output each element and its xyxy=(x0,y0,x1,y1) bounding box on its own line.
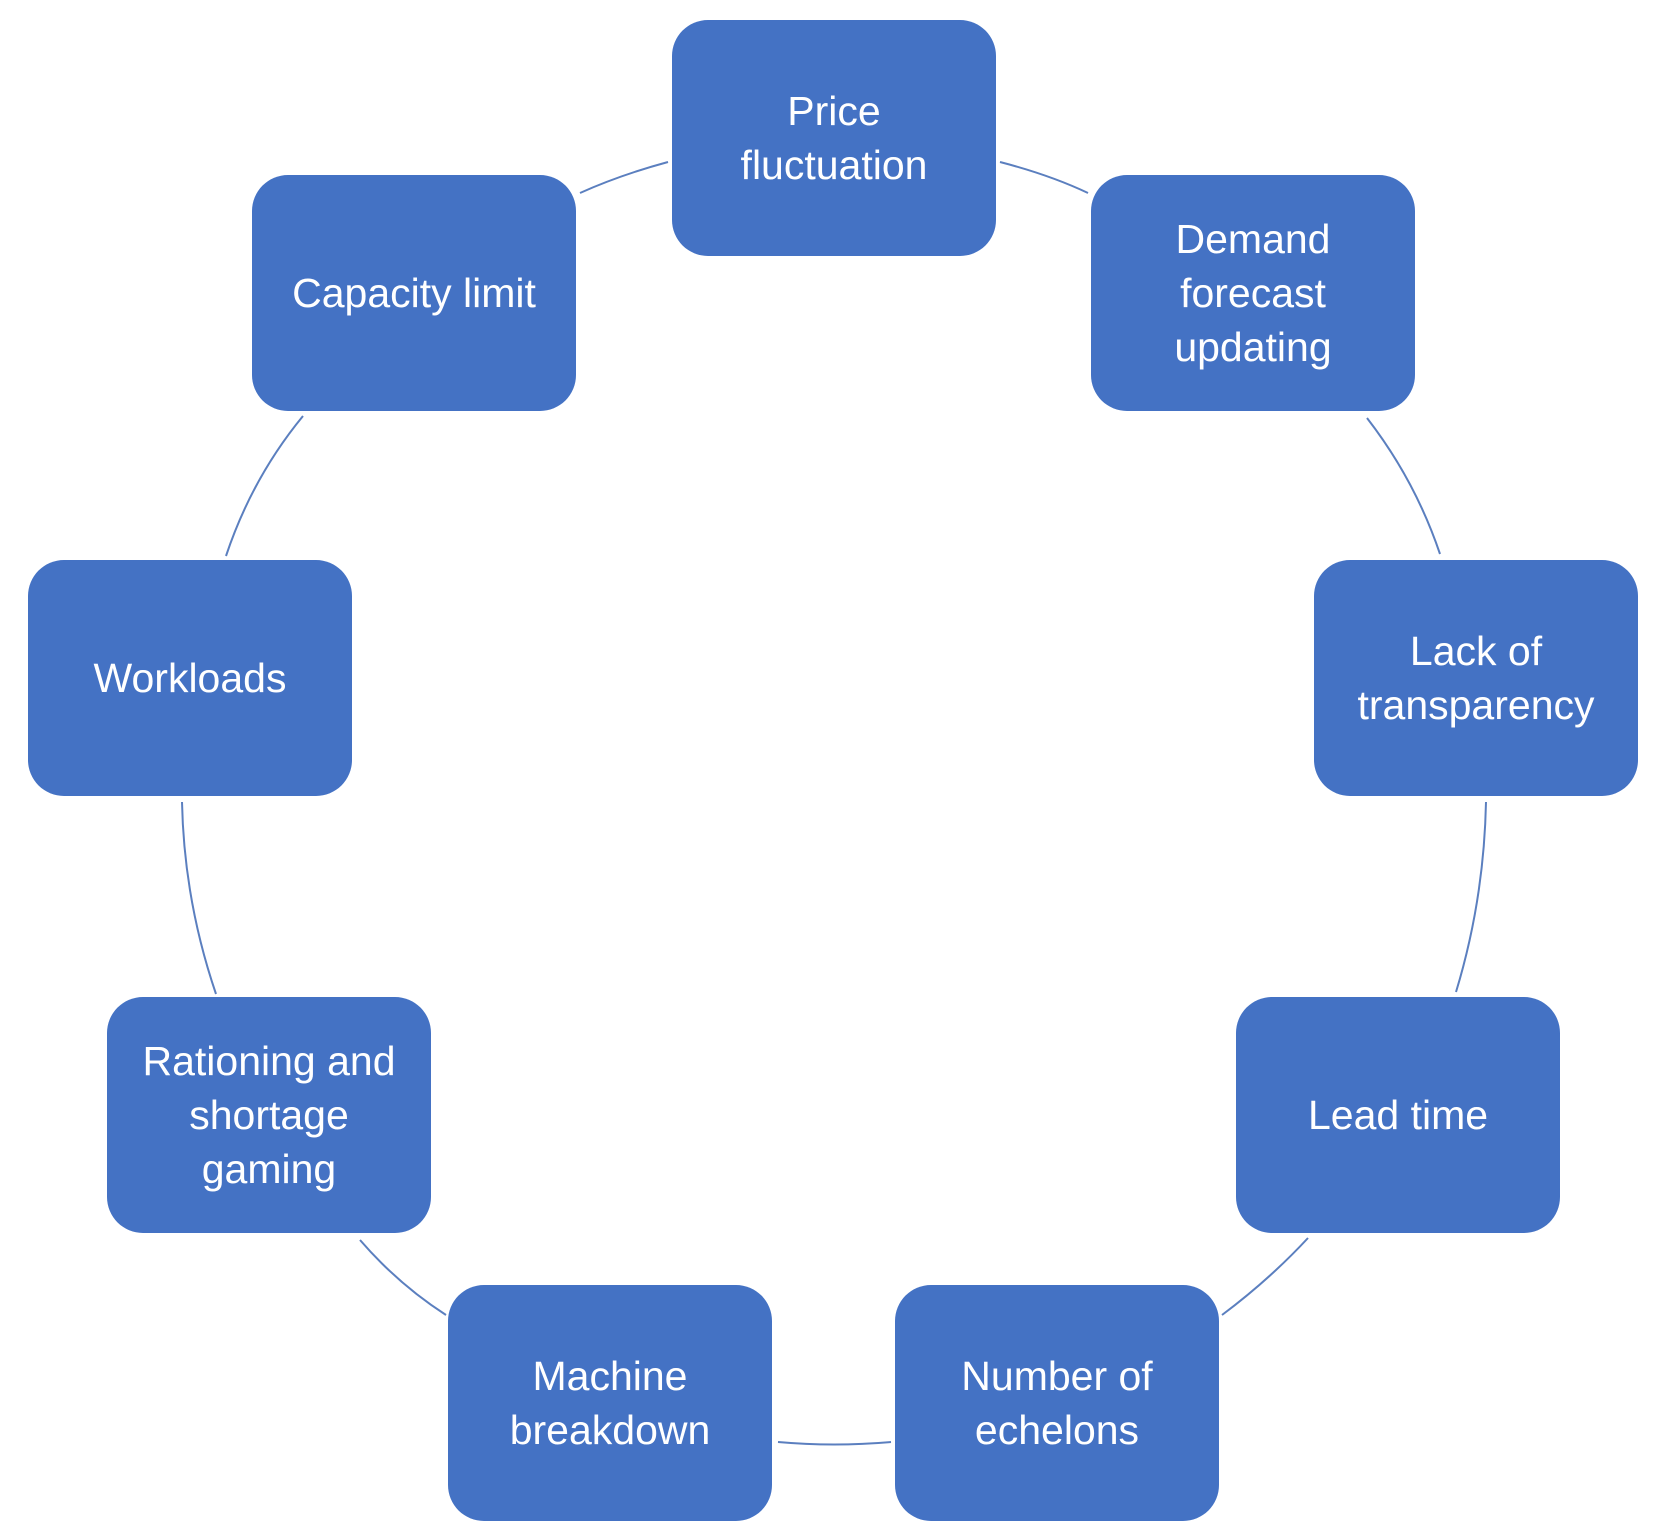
node-lead-time: Lead time xyxy=(1236,997,1560,1233)
connector-lack-lead xyxy=(1455,801,1487,993)
node-workloads: Workloads xyxy=(28,560,352,796)
node-capacity-limit: Capacity limit xyxy=(252,175,576,411)
node-price-fluctuation: Price fluctuation xyxy=(672,20,996,256)
connector-arcs xyxy=(181,161,1487,1446)
node-rationing-and-shortage-gaming: Rationing and shortage gaming xyxy=(107,997,431,1233)
connector-lead-echelons xyxy=(1221,1237,1309,1316)
node-demand-forecast-updating: Demand forecast updating xyxy=(1091,175,1415,411)
connector-rationing-workloads xyxy=(181,801,217,995)
connector-price-demand xyxy=(999,161,1089,194)
connector-echelons-machine xyxy=(777,1441,892,1446)
node-number-of-echelons: Number of echelons xyxy=(895,1285,1219,1521)
connector-machine-rationing xyxy=(359,1239,447,1316)
connector-capacity-price xyxy=(579,161,669,194)
connector-workloads-capacity xyxy=(225,415,304,557)
node-lack-of-transparency: Lack of transparency xyxy=(1314,560,1638,796)
node-machine-breakdown: Machine breakdown xyxy=(448,1285,772,1521)
connector-demand-lack xyxy=(1366,417,1441,555)
